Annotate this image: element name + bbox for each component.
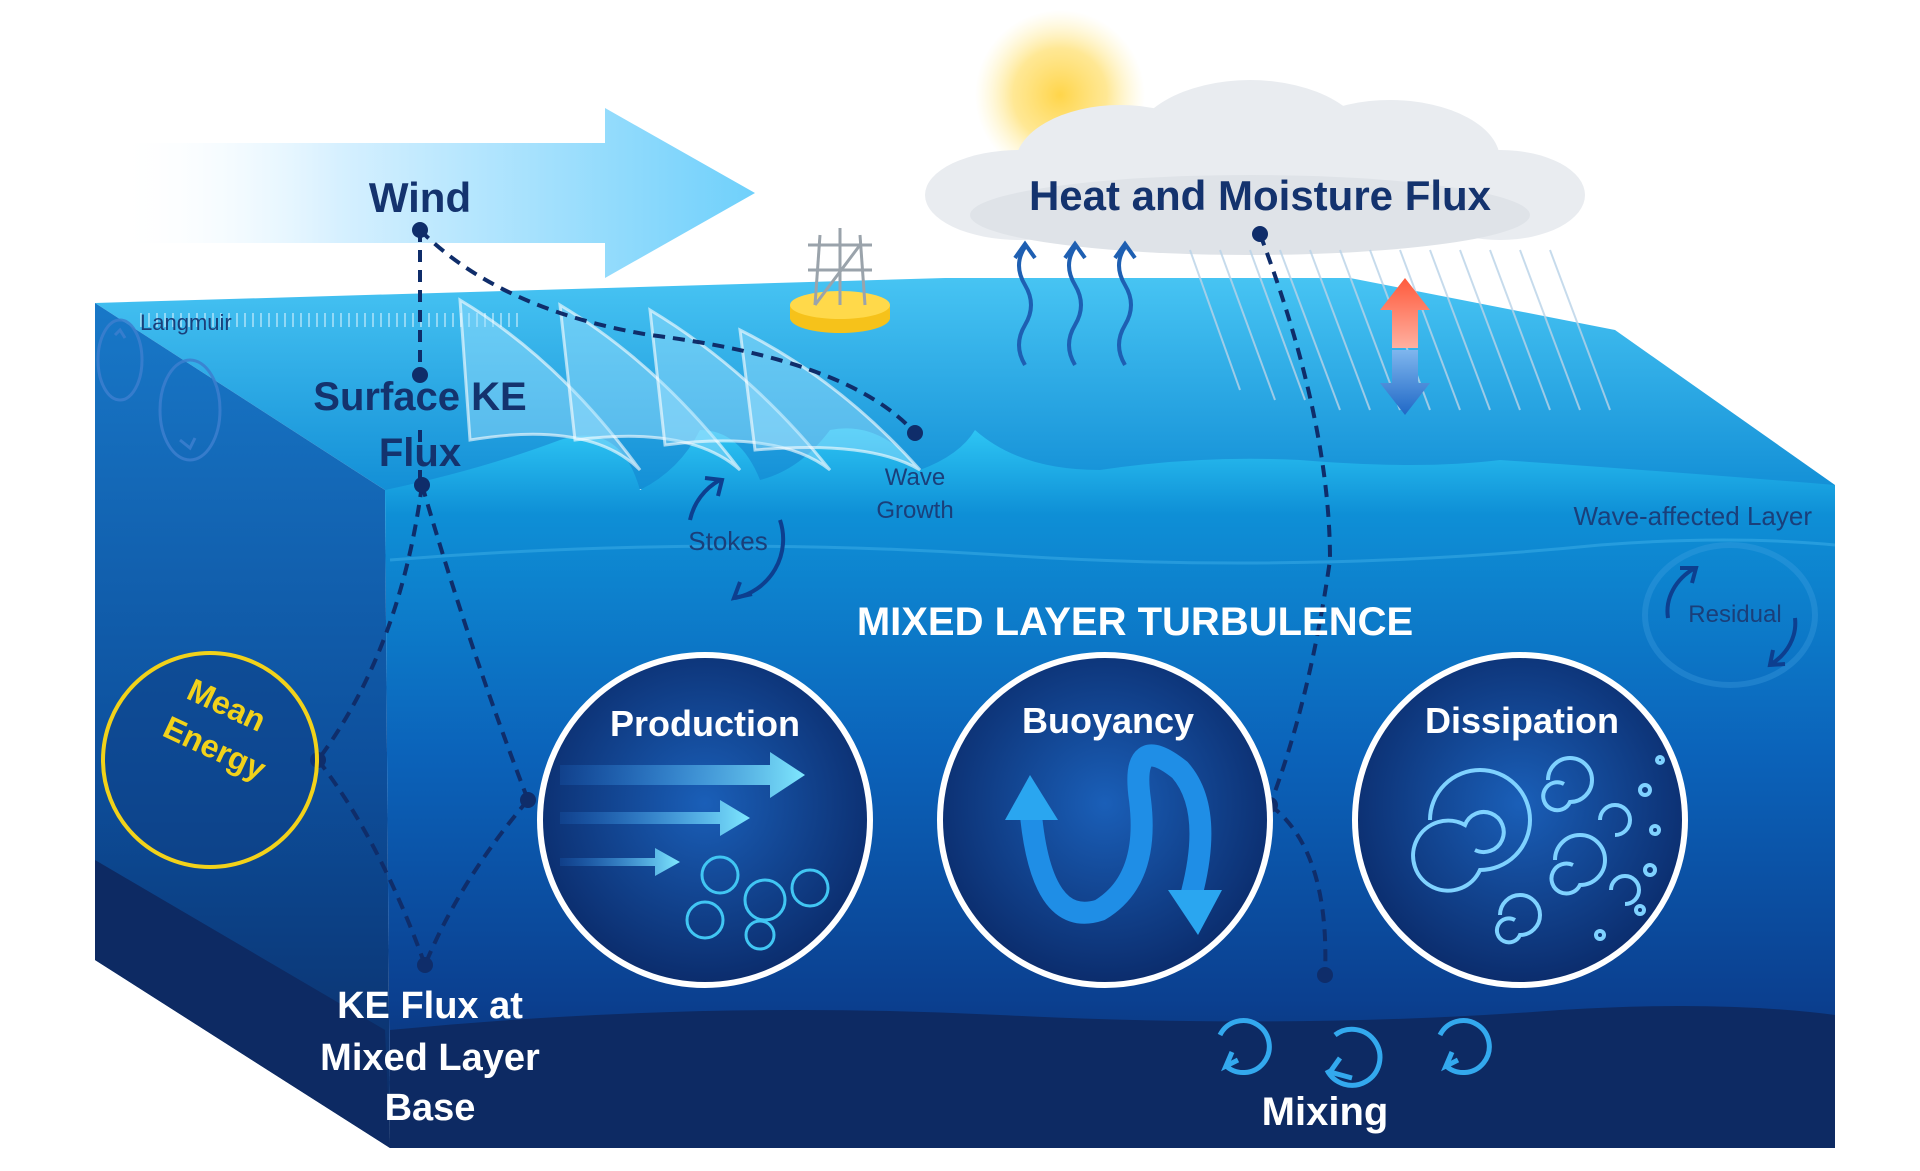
wind-label: Wind bbox=[369, 174, 471, 221]
dissipation-label: Dissipation bbox=[1425, 700, 1619, 741]
ke-base-label-line1: KE Flux at bbox=[337, 985, 523, 1027]
ke-base-label-line2: Mixed Layer bbox=[320, 1037, 540, 1079]
surface-ke-label-line2: Flux bbox=[379, 431, 461, 475]
mixing-label: Mixing bbox=[1262, 1090, 1389, 1134]
wave-affected-layer-label: Wave-affected Layer bbox=[1574, 501, 1813, 531]
heat-flux-label: Heat and Moisture Flux bbox=[1029, 172, 1492, 219]
buoyancy-label: Buoyancy bbox=[1022, 700, 1194, 741]
mixed-layer-turbulence-label: MIXED LAYER TURBULENCE bbox=[857, 600, 1413, 644]
wave-growth-label-line2: Growth bbox=[876, 497, 953, 524]
langmuir-label: Langmuir bbox=[140, 310, 232, 335]
wave-growth-label-line1: Wave bbox=[885, 464, 945, 491]
residual-label: Residual bbox=[1688, 601, 1781, 628]
ke-base-label-line3: Base bbox=[385, 1087, 476, 1129]
stokes-label: Stokes bbox=[688, 526, 768, 556]
surface-ke-label-line1: Surface KE bbox=[313, 375, 526, 419]
production-label: Production bbox=[610, 703, 800, 744]
